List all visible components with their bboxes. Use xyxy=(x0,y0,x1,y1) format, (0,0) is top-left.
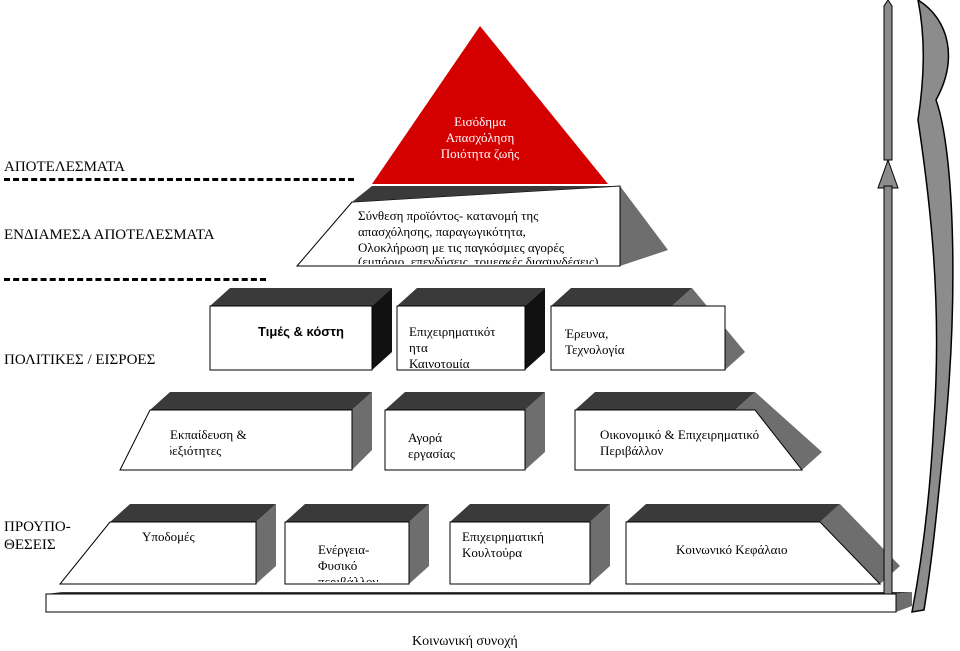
apex-line-employment: Απασχόληση xyxy=(445,130,515,145)
intermediate-line1: Σύνθεση προϊόντος- κατανομή της xyxy=(358,208,539,223)
intermediate-block-text: Σύνθεση προϊόντος- κατανομή της απασχόλη… xyxy=(358,208,620,264)
research-text: Έρευνα, Τεχνολογία xyxy=(565,326,715,358)
entrepreneurship-text: Επιχειρηματικότ ητα Καινοτομία xyxy=(409,324,523,368)
feedback-curve-arrow-icon xyxy=(911,0,954,613)
outcomes-label: ΑΠΟΤΕΛΕΣΜΑΤΑ xyxy=(4,159,125,175)
business-culture-block xyxy=(449,504,610,585)
economic-environment-block xyxy=(574,392,822,471)
research-line1: Έρευνα, xyxy=(565,326,609,341)
preconditions-label-line2: ΘΕΣΕΙΣ xyxy=(4,537,56,553)
entrepreneurship-line3: Καινοτομία xyxy=(409,356,470,368)
infrastructure-label: Υποδομές xyxy=(142,529,195,544)
labour-market-block xyxy=(384,392,545,471)
intermediate-line3: Ολοκλήρωση με τις παγκόσμιες αγορές xyxy=(358,240,564,255)
education-line2: δεξιότητες xyxy=(170,443,222,458)
social-cohesion-label: Κοινωνική συνοχή xyxy=(412,634,518,649)
policies-inputs-label: ΠΟΛΙΤΙΚΕΣ / ΕΙΣΡΟΕΣ xyxy=(4,352,156,368)
entrepreneurship-block xyxy=(396,288,545,371)
energy-line3: περιβάλλον xyxy=(318,574,379,582)
energy-block xyxy=(284,504,429,585)
social-capital-block xyxy=(625,504,900,585)
infrastructure-block xyxy=(58,504,276,585)
social-capital-label: Κοινωνικό Κεφάλαιο xyxy=(676,542,788,557)
prices-costs-block xyxy=(209,288,392,371)
education-line1: Εκπαίδευση & xyxy=(170,427,247,442)
research-block xyxy=(550,288,745,371)
apex-triangle xyxy=(372,26,608,184)
apex-text: Εισόδημα Απασχόληση Ποιότητα ζωής xyxy=(420,114,540,162)
business-culture-text: Επιχειρηματική Κουλτούρα xyxy=(462,529,588,561)
intermediate-line2: απασχόλησης, παραγωγικότητα, xyxy=(358,224,526,239)
entrepreneurship-line1: Επιχειρηματικότ xyxy=(409,324,496,339)
outcomes-divider xyxy=(4,178,354,181)
economic-environment-line2: Περιβάλλον xyxy=(600,443,664,458)
prices-costs-label: Τιμές & κόστη xyxy=(258,324,344,339)
labour-market-line1: Αγορά xyxy=(408,430,443,445)
economic-environment-line1: Οικονομικό & Επιχειρηματικό xyxy=(600,427,760,442)
entrepreneurship-line2: ητα xyxy=(409,340,428,355)
apex-line-quality-of-life: Ποιότητα ζωής xyxy=(440,146,520,161)
economic-environment-text: Οικονομικό & Επιχειρηματικό Περιβάλλον xyxy=(600,427,800,459)
labour-market-text: Αγορά εργασίας xyxy=(408,430,518,462)
research-line2: Τεχνολογία xyxy=(565,342,625,357)
education-text: Εκπαίδευση & δεξιότητες xyxy=(170,427,340,459)
energy-text: Ενέργεια- Φυσικό περιβάλλον xyxy=(318,542,406,582)
social-cohesion-base xyxy=(45,592,912,613)
business-culture-line2: Κουλτούρα xyxy=(462,545,523,560)
education-block xyxy=(119,392,372,471)
energy-line2: Φυσικό xyxy=(318,558,358,573)
intermediate-block-top xyxy=(352,186,620,202)
apex-line-income: Εισόδημα xyxy=(454,114,506,129)
intermediate-outcomes-label: ΕΝΔΙΑΜΕΣΑ ΑΠΟΤΕΛΕΣΜΑΤΑ xyxy=(4,227,215,243)
energy-line1: Ενέργεια- xyxy=(318,542,370,557)
business-culture-line1: Επιχειρηματική xyxy=(462,529,544,544)
labour-market-line2: εργασίας xyxy=(408,446,455,461)
preconditions-label-line1: ΠΡΟΥΠΟ- xyxy=(4,519,71,535)
intermediate-line4: (εμπόριο, επενδύσεις, τομεακές διασυνδέσ… xyxy=(358,254,599,264)
intermediate-divider xyxy=(4,278,266,281)
upward-arrow-icon xyxy=(877,0,899,595)
